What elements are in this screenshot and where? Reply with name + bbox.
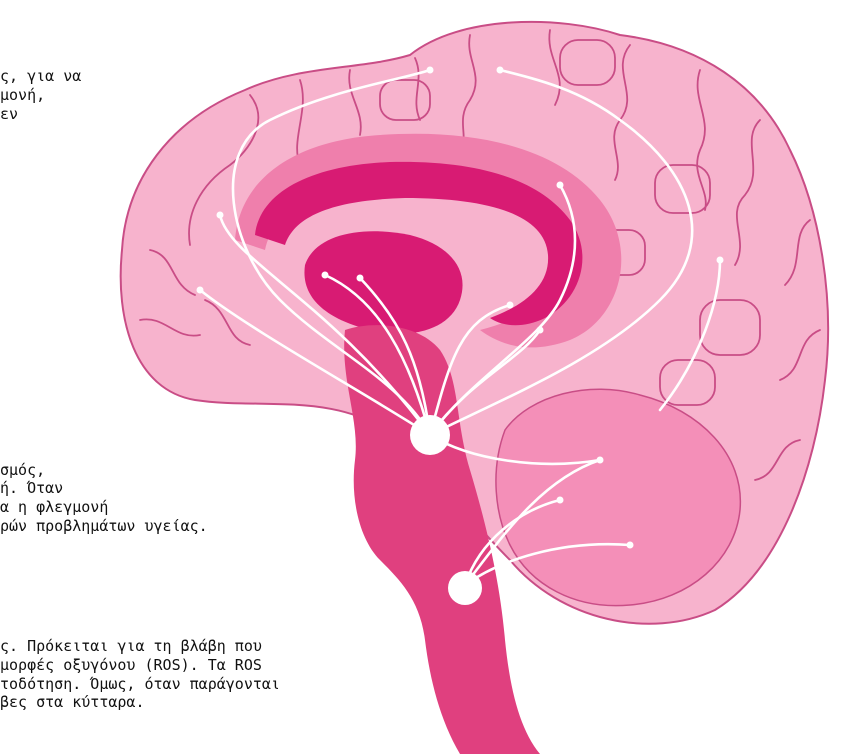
page: ς, για να μονή, εν σμός, ή. Όταν α η φλε… xyxy=(0,0,847,754)
brain-illustration xyxy=(0,0,847,754)
